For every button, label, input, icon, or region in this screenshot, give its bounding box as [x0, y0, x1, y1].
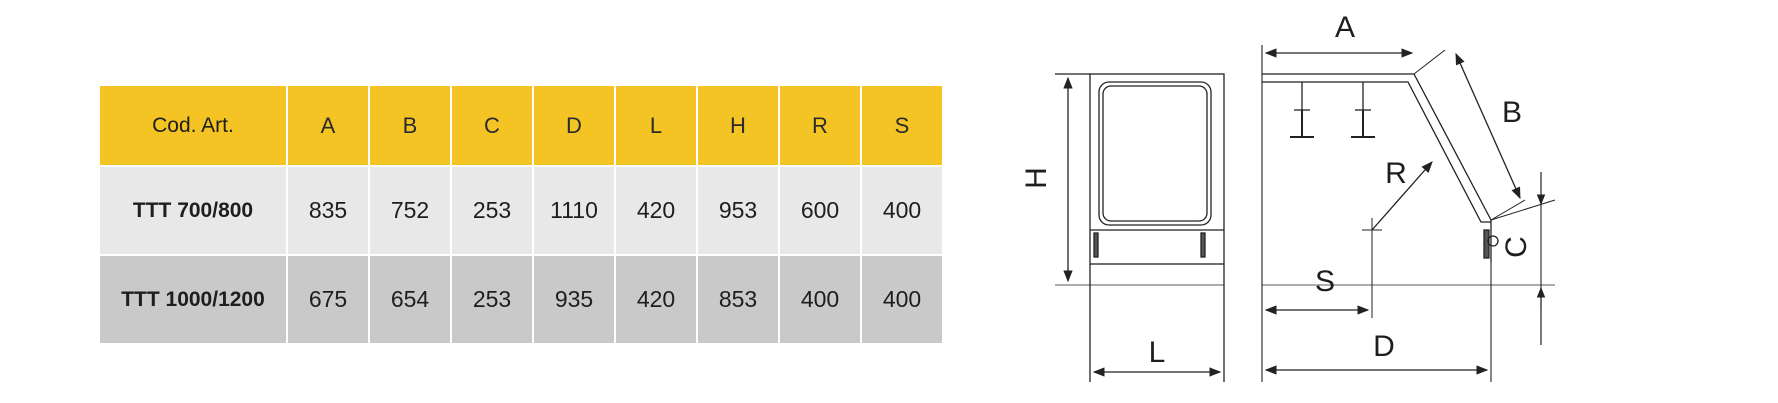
- row1-c: 253: [452, 167, 532, 254]
- row1-b: 752: [370, 167, 450, 254]
- header-a: A: [288, 86, 368, 165]
- row2-b: 654: [370, 256, 450, 343]
- row2-d: 935: [534, 256, 614, 343]
- row1-code: TTT 700/800: [100, 167, 286, 254]
- side-view: [1055, 73, 1225, 382]
- header-h: H: [698, 86, 778, 165]
- dimension-r-label: R: [1385, 157, 1407, 190]
- dimension-d: D: [1264, 330, 1489, 375]
- side-clamp-left: [1093, 232, 1099, 258]
- header-code: Cod. Art.: [100, 86, 286, 165]
- dimension-r: R: [1371, 157, 1433, 231]
- header-l: L: [616, 86, 696, 165]
- dimension-h-label: H: [1020, 167, 1053, 189]
- dimension-c-label: C: [1500, 236, 1533, 258]
- side-window-outer: [1098, 81, 1212, 226]
- dimension-s: S: [1264, 265, 1370, 315]
- tray-inner-edge: [1262, 81, 1491, 223]
- header-r: R: [780, 86, 860, 165]
- row1-d: 1110: [534, 167, 614, 254]
- plan-clamp-ring: [1487, 235, 1499, 247]
- row2-r: 400: [780, 256, 860, 343]
- row2-code: TTT 1000/1200: [100, 256, 286, 343]
- header-c: C: [452, 86, 532, 165]
- dimension-b-line: [1455, 52, 1521, 200]
- spec-table: Cod. Art. A B C D L H R S TTT 700/800 83…: [100, 86, 942, 343]
- dimension-b: B: [1455, 52, 1522, 200]
- header-d: D: [534, 86, 614, 165]
- row2-l: 420: [616, 256, 696, 343]
- row2-s: 400: [862, 256, 942, 343]
- dimension-l: L: [1092, 336, 1222, 377]
- side-window-inner: [1102, 85, 1208, 222]
- tray-outline: [1262, 73, 1492, 262]
- row1-h: 953: [698, 167, 778, 254]
- dimension-a: A: [1264, 11, 1414, 58]
- row2-c: 253: [452, 256, 532, 343]
- side-clamp-right: [1200, 232, 1206, 258]
- dimension-l-label: L: [1149, 336, 1166, 369]
- dimension-b-label: B: [1502, 96, 1522, 129]
- side-frame: [1089, 73, 1225, 265]
- header-s: S: [862, 86, 942, 165]
- dimension-c: C: [1500, 172, 1546, 345]
- row2-h: 853: [698, 256, 778, 343]
- header-b: B: [370, 86, 450, 165]
- row1-s: 400: [862, 167, 942, 254]
- dimension-a-label: A: [1335, 11, 1355, 44]
- row2-a: 675: [288, 256, 368, 343]
- dimension-s-label: S: [1315, 265, 1335, 298]
- dimension-r-line: [1371, 161, 1433, 231]
- row1-r: 600: [780, 167, 860, 254]
- row1-a: 835: [288, 167, 368, 254]
- dimension-h: H: [1020, 76, 1073, 283]
- dimension-d-label: D: [1373, 330, 1395, 363]
- row1-l: 420: [616, 167, 696, 254]
